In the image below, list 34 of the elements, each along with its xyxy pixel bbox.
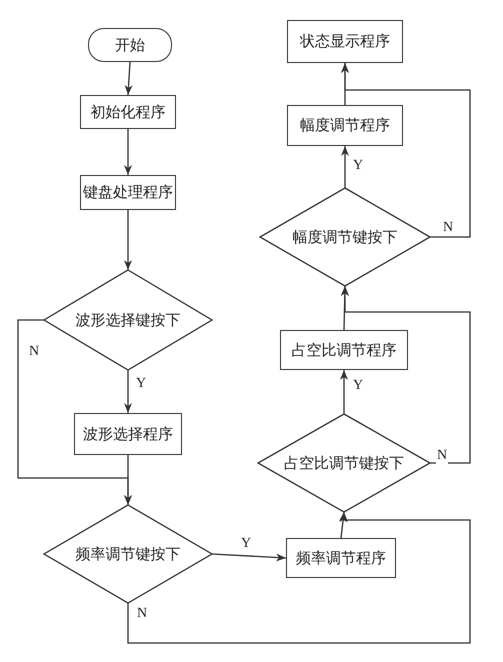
arrow <box>341 286 471 464</box>
arrow <box>127 512 471 644</box>
arrow <box>212 553 286 562</box>
node-label: 开始 <box>115 36 145 54</box>
arrow <box>341 146 349 188</box>
node-label: 频率调节键按下 <box>76 544 180 564</box>
node-label: 频率调节程序 <box>296 548 386 568</box>
node-label: 键盘处理程序 <box>83 183 173 202</box>
node-label: 幅度调节键按下 <box>292 228 398 246</box>
arrow <box>340 370 348 414</box>
arrow <box>124 62 133 96</box>
process-box <box>80 175 176 210</box>
arrow <box>338 512 347 538</box>
node-label: 幅度调节程序 <box>300 116 390 135</box>
node-label: 波形选择程序 <box>83 424 173 444</box>
edge-label: N <box>436 448 448 464</box>
process-box <box>287 105 403 146</box>
process-box <box>74 413 182 455</box>
start-terminal <box>88 28 172 62</box>
node-label: 占空比调节程序 <box>292 340 396 360</box>
arrow <box>124 370 132 413</box>
arrow <box>340 286 349 330</box>
process-box <box>280 330 408 370</box>
node-label: 状态显示程序 <box>300 32 390 51</box>
arrow <box>124 129 132 175</box>
arrow <box>124 455 132 505</box>
node-label: 初始化程序 <box>90 102 166 122</box>
process-box <box>80 95 176 129</box>
process-box <box>287 20 403 63</box>
arrow <box>341 63 349 105</box>
node-label: 占空比调节键按下 <box>284 454 404 472</box>
process-box <box>286 538 396 578</box>
arrow <box>124 210 132 270</box>
node-label: 波形选择键按下 <box>76 310 180 330</box>
